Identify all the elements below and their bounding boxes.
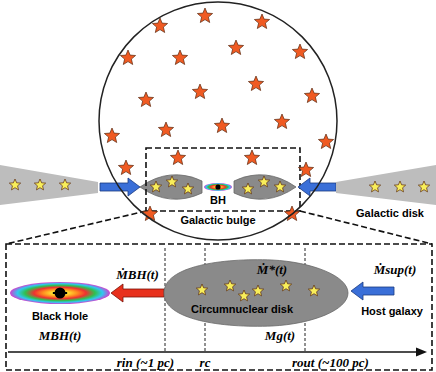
node-label: Black Hole	[32, 310, 88, 323]
radius-label: rin (~1 pc)	[117, 355, 174, 370]
star-symbol	[304, 88, 319, 103]
star-symbol	[228, 40, 243, 55]
inner-disk-lens	[234, 175, 296, 200]
star-symbol	[274, 114, 289, 129]
disk-shape	[164, 260, 348, 327]
star-symbol	[280, 280, 291, 291]
star-symbol	[369, 181, 380, 192]
radius-label: rout (~100 pc)	[292, 355, 369, 370]
node-label: Circumnuclear disk	[191, 303, 293, 316]
accretion-arrow	[111, 284, 164, 302]
star-symbol	[242, 183, 253, 194]
region-label: Host galaxy	[361, 305, 423, 318]
star-symbol	[34, 179, 45, 190]
star-symbol	[394, 181, 405, 192]
star-symbol	[197, 8, 212, 23]
star-symbol	[150, 181, 161, 192]
star-symbol	[318, 134, 333, 149]
star-symbol	[258, 176, 269, 187]
star-symbol	[238, 290, 249, 301]
object-label: BH	[210, 194, 226, 207]
rate-symbol: Ṁ*(t)	[257, 262, 287, 277]
star-symbol	[214, 118, 229, 133]
region-label: Galactic disk	[356, 207, 424, 220]
star-symbol	[192, 84, 207, 99]
star-symbol	[292, 44, 307, 59]
supply-arrow	[351, 282, 394, 300]
accretion-disk	[10, 282, 110, 304]
region-label: Galactic bulge	[180, 214, 255, 227]
bulge-outline	[99, 2, 337, 240]
star-symbol	[138, 92, 153, 107]
star-symbol	[166, 176, 177, 187]
galactic-disk-band	[0, 165, 98, 205]
black-hole-node: Black HoleMBH(t)	[6, 278, 114, 346]
star-symbol	[120, 50, 135, 65]
star-symbol	[252, 285, 263, 296]
black-hole-dot	[215, 184, 220, 189]
zoom-line	[6, 211, 146, 244]
star-symbol	[418, 181, 429, 192]
star-symbol	[248, 76, 263, 91]
star-symbol	[254, 14, 269, 29]
star-symbol	[118, 160, 133, 175]
star-symbol	[158, 122, 173, 137]
star-symbol	[298, 162, 313, 177]
radius-axis	[8, 351, 418, 352]
star-symbol	[308, 285, 319, 296]
star-symbol	[170, 150, 185, 165]
mass-symbol: MBH(t)	[39, 328, 82, 343]
supply-arrow	[100, 178, 140, 196]
star-symbol	[59, 179, 70, 190]
star-symbol	[172, 50, 187, 65]
radius-label: rc	[200, 355, 211, 370]
star-symbol	[244, 150, 259, 165]
zoom-panel	[6, 244, 432, 370]
star-symbol	[104, 128, 119, 143]
black-hole-dot	[55, 288, 66, 299]
axis-head	[416, 348, 427, 357]
star-symbol	[196, 284, 207, 295]
rate-symbol: Ṁsup(t)	[374, 262, 417, 277]
star-symbol	[224, 280, 235, 291]
mass-symbol: Mg(t)	[265, 328, 295, 343]
band-shape	[336, 165, 436, 205]
black-hole-disk	[204, 183, 232, 191]
star-symbol	[274, 181, 285, 192]
star-symbol	[9, 179, 20, 190]
star-symbol	[182, 183, 193, 194]
zoom-frame	[146, 148, 300, 211]
inner-disk-lens	[140, 175, 202, 200]
arrow-body	[111, 284, 164, 302]
edge-label: ṀBH(t)	[116, 267, 159, 282]
node-shape	[162, 256, 350, 346]
galactic-disk-band: Galactic disk	[330, 160, 436, 222]
circumnuclear-disk: Ṁ*(t) Circumnuclear diskMg(t)	[162, 256, 350, 346]
